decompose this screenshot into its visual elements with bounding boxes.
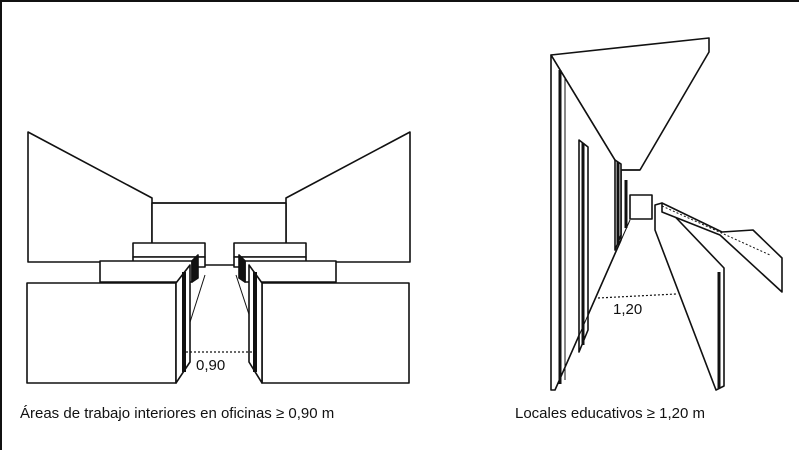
dimension-line-right — [597, 293, 677, 299]
desk-mid-left — [99, 254, 199, 283]
desk-front-right — [248, 264, 410, 384]
dimension-label-office: 0,90 — [196, 357, 226, 374]
caption-school: Locales educativos ≥ 1,20 m — [515, 405, 706, 422]
caption-office: Áreas de trabajo interiores en oficinas … — [20, 405, 335, 422]
dimension-label-school: 1,20 — [613, 301, 643, 318]
desk-front-left — [26, 264, 191, 384]
desk-mid-right — [238, 254, 337, 283]
corridor-end-wall — [629, 194, 653, 220]
office-work-area-drawing — [26, 131, 411, 384]
school-corridor-drawing — [550, 37, 783, 391]
